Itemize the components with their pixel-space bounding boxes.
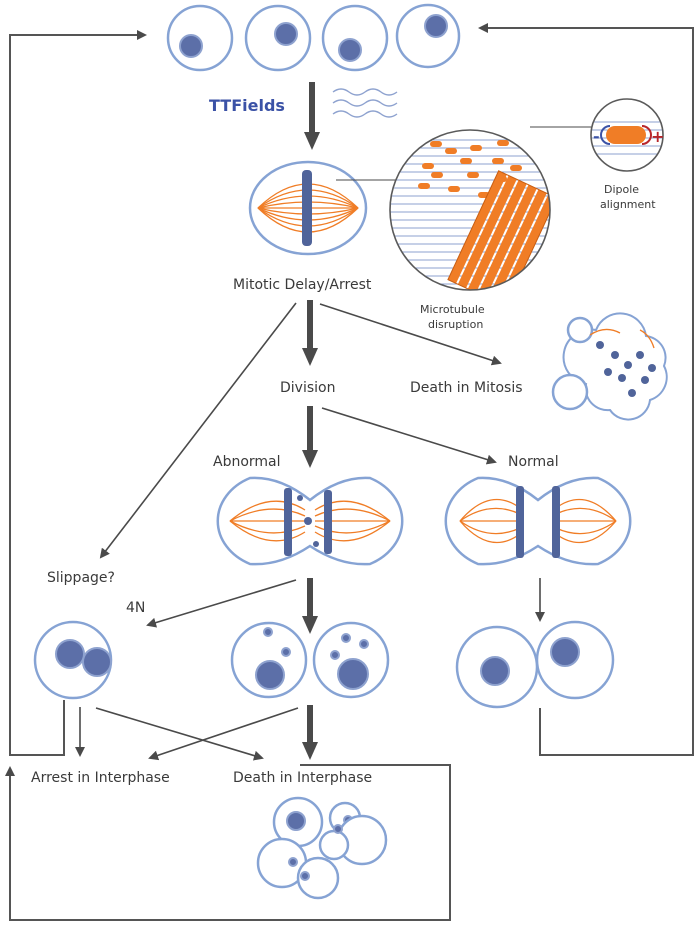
bottom-return-loop	[4, 764, 451, 921]
top-cells	[166, 3, 461, 72]
dying-interphase-cells	[256, 796, 388, 900]
arrow-to-normal	[321, 407, 497, 465]
cell	[395, 3, 461, 69]
death-in-mitosis-label: Death in Mitosis	[410, 380, 523, 396]
right-return-loop	[478, 23, 694, 756]
arrow-to-slippage	[99, 302, 297, 559]
arrow-to-4n	[146, 579, 297, 628]
field-waves-icon	[332, 88, 398, 118]
mitotic-delay-label: Mitotic Delay/Arrest	[233, 277, 372, 293]
field-lines	[390, 139, 550, 290]
alignment-label: alignment	[600, 198, 656, 211]
slippage-label: Slippage?	[47, 570, 115, 586]
cell	[166, 4, 234, 72]
division-label: Division	[280, 380, 335, 396]
microtubule-label: Microtubule	[420, 303, 485, 316]
arrow-abnormal-to-arrest	[148, 707, 299, 761]
nucleus	[338, 38, 362, 62]
nucleus	[179, 34, 203, 58]
minus-sign: -	[593, 127, 600, 146]
normal-daughter-cells	[455, 620, 615, 709]
arrest-in-interphase-label: Arrest in Interphase	[31, 770, 170, 786]
abnormal-daughter-cells	[230, 621, 390, 699]
arrow-4n-to-death	[95, 707, 264, 761]
disruption-label: disruption	[428, 318, 483, 331]
nucleus	[424, 14, 448, 38]
normal-label: Normal	[508, 454, 559, 470]
nucleus	[274, 22, 298, 46]
abnormal-dividing-cell	[216, 476, 404, 566]
dipole-label: Dipole	[604, 183, 639, 196]
arrow-to-death-mitosis	[319, 303, 502, 366]
death-mitosis-cells	[551, 312, 668, 421]
left-return-loop	[9, 30, 147, 756]
dipole-molecule	[606, 126, 646, 144]
four-n-label: 4N	[126, 600, 145, 616]
abnormal-label: Abnormal	[213, 454, 281, 470]
ttfields-label: TTFields	[209, 96, 285, 115]
normal-dividing-cell	[444, 476, 632, 566]
zoom-circle	[389, 129, 551, 291]
death-in-interphase-label: Death in Interphase	[233, 770, 372, 786]
dipole-circle: - +	[590, 98, 664, 172]
mitotic-cell	[248, 160, 368, 256]
tetraploid-cell	[33, 620, 113, 700]
plus-sign: +	[651, 127, 664, 146]
